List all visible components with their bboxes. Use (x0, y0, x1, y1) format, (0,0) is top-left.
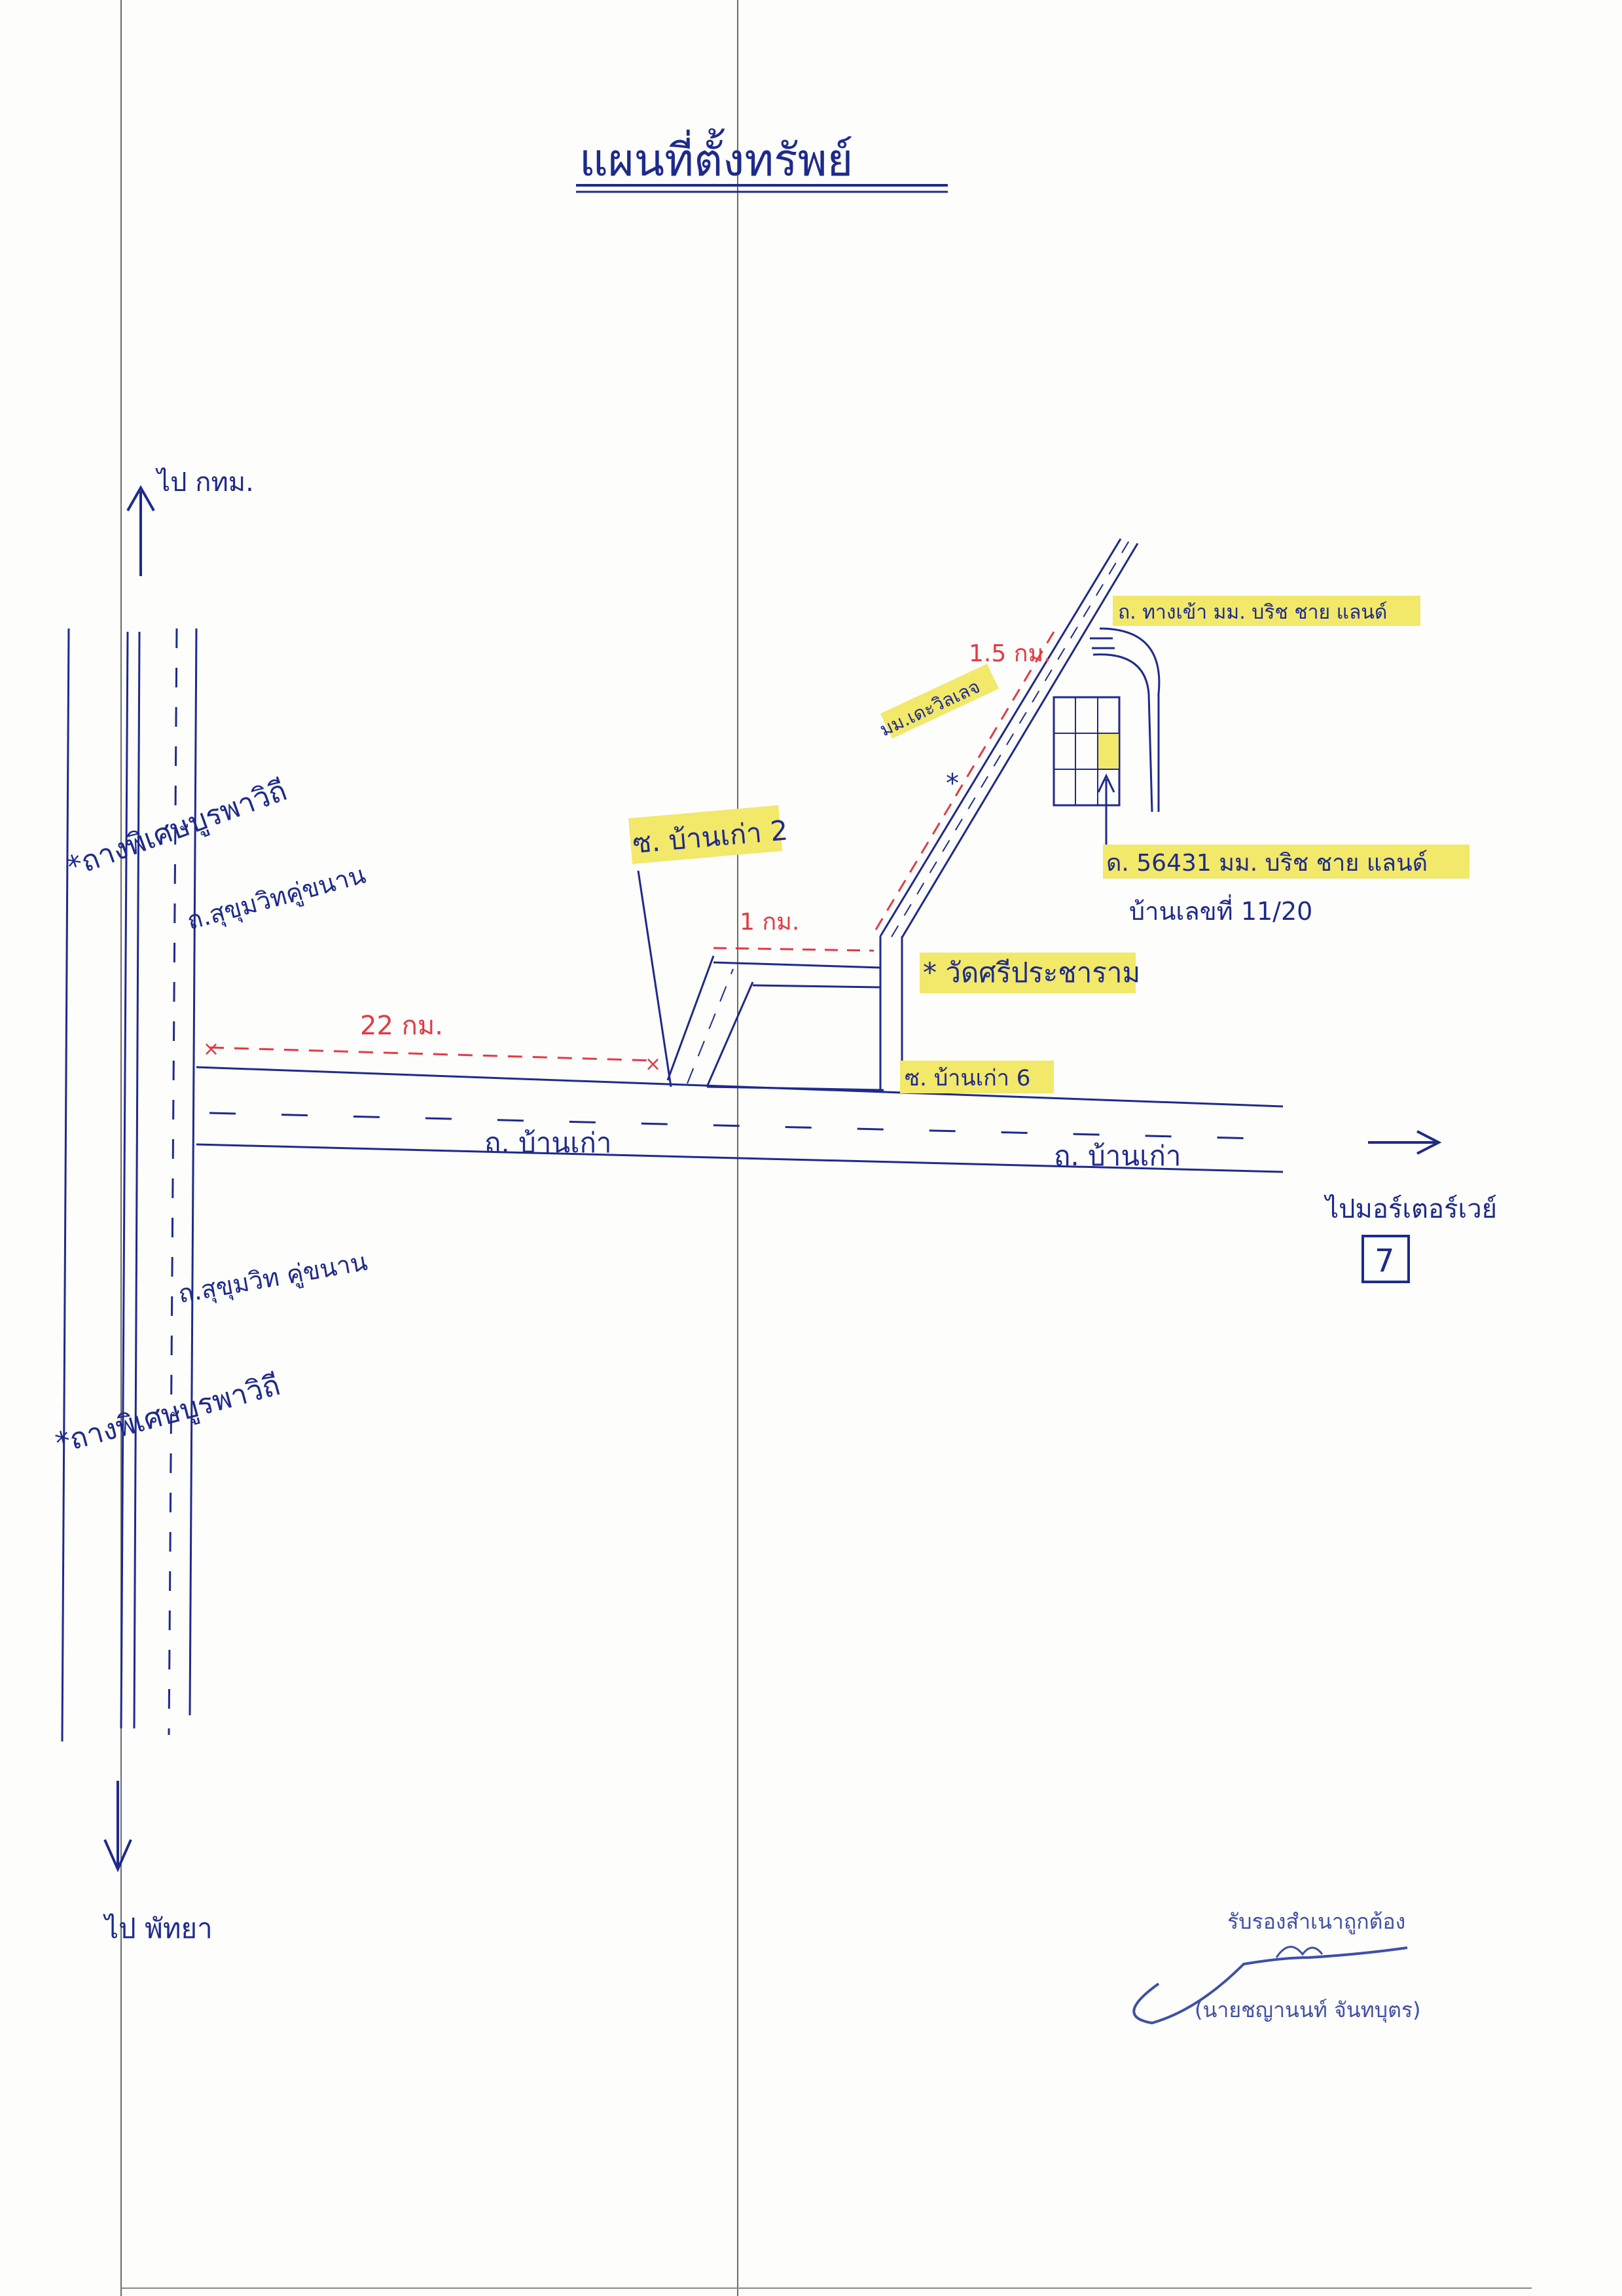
soi6-edge-bottom (706, 1085, 884, 1091)
distance-line-22km (209, 1046, 655, 1062)
main-road-label-left: ถ. บ้านเก่า (484, 1127, 611, 1159)
motorway-7-number: 7 (1375, 1243, 1395, 1279)
distance-label-1-5km: 1.5 กม. (969, 640, 1051, 667)
distance-label-1km: 1 กม. (740, 909, 799, 936)
connector-road-bottom (752, 984, 881, 989)
main-road-centerline (209, 1112, 1284, 1140)
soi2-highlight (628, 805, 783, 864)
signature-flourish (1275, 1946, 1324, 1958)
village-asterisk: * (946, 769, 959, 799)
connector-road-top (713, 961, 881, 969)
expressway-label-lower: *ถางพิเศษบูรพาวิถี (52, 1368, 284, 1461)
frontage-road-centerline (168, 628, 178, 1736)
expressway-label-upper: *ถางพิเศษบูรพาวิถี (63, 774, 291, 884)
south-direction-label: ไป พัทยา (103, 1912, 213, 1944)
village-road-edge-right (901, 543, 1139, 938)
village-road-centerline (891, 540, 1130, 938)
distance-marker-start: × (203, 1038, 219, 1061)
main-road-edge-bottom (196, 1143, 1284, 1173)
main-road-label-right: ถ. บ้านเก่า (1054, 1140, 1181, 1172)
soi2-pointer (637, 870, 672, 1087)
expressway-edge-mid (120, 631, 129, 1729)
north-arrowhead (126, 484, 155, 511)
soi2-edge-right (706, 981, 754, 1087)
north-direction-label: ไป กทม. (155, 467, 254, 498)
village-entrance-road-edge (1099, 627, 1161, 812)
expressway-edge-left (61, 628, 70, 1742)
motorway-7-badge (1361, 1235, 1410, 1283)
village-houses (1053, 696, 1121, 807)
soi6-highlight (900, 1061, 1054, 1093)
distance-line-1km (713, 947, 874, 952)
soi6-label: ซ. บ้านเก่า 6 (905, 1065, 1030, 1091)
village-road-edge-left (879, 538, 1122, 937)
village-entrance-label: ถ. ทางเข้า มม. บริช ชาย แลนด์ (1118, 601, 1387, 624)
temple-label: * วัดศรีประชาราม (923, 957, 1140, 989)
south-arrowhead (103, 1839, 132, 1872)
signature (1132, 1946, 1408, 2025)
subject-property-marker (1097, 733, 1120, 770)
village-entrance-highlight (1113, 596, 1420, 626)
east-direction-label: ไปมอร์เตอร์เวย์ (1324, 1194, 1497, 1224)
frontage-road-edge (189, 628, 198, 1716)
map-title: แผนที่ตั้งทรัพย์ (579, 128, 853, 187)
certifier-name: (นายชญานนท์ จันทบุตร) (1195, 1997, 1421, 2022)
sukhumvit-frontage-label-upper: ถ.สุขุมวิทคู่ขนาน (184, 860, 369, 936)
expressway-edge-mid2 (133, 631, 141, 1729)
property-house-number-label: บ้านเลขที่ 11/20 (1129, 894, 1312, 926)
soi2-edge-left (666, 955, 715, 1081)
distance-marker-end: × (645, 1053, 661, 1076)
soi2-centerline (687, 968, 734, 1084)
property-deed-label: ด. 56431 มม. บริช ชาย แลนด์ (1106, 850, 1428, 877)
property-pointer-arrowhead (1097, 773, 1115, 793)
distance-label-22km: 22 กม. (360, 1011, 443, 1041)
village-entrance-road (1092, 653, 1153, 812)
certification-text: รับรองสำเนาถูกต้อง (1227, 1909, 1406, 1934)
sukhumvit-frontage-label-lower: ถ.สุขุมวิท คู่ขนาน (176, 1247, 370, 1309)
temple-highlight (920, 953, 1136, 993)
village-sign-highlight (880, 663, 999, 739)
property-highlight (1103, 845, 1469, 879)
east-arrowhead (1416, 1130, 1442, 1155)
